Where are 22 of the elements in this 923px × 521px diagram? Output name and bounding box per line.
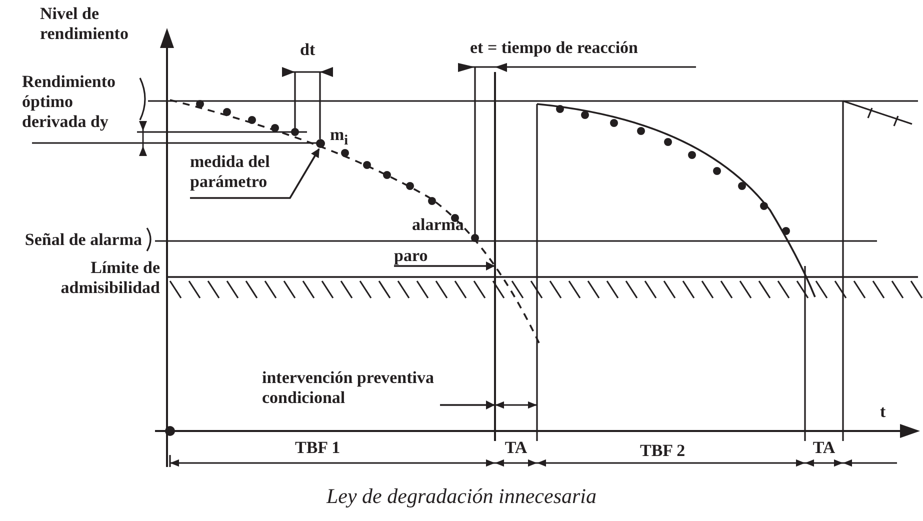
leader-line: [190, 148, 320, 199]
axis-label: et = tiempo de reacción: [470, 38, 638, 58]
measurement-point: [316, 139, 325, 148]
leader-line: [394, 262, 495, 270]
axis-label: TA: [812, 438, 836, 458]
axis-label: alarma: [412, 215, 464, 235]
axis-label: TBF 2: [640, 441, 686, 461]
axis-label: t: [880, 402, 886, 422]
annotation-text: medida del parámetro: [190, 152, 306, 196]
annotation-text: paro: [394, 246, 434, 266]
stop-line: [494, 72, 496, 441]
axis-label: TBF 1: [295, 438, 340, 458]
annotation-text: intervención preventiva condicional: [262, 368, 440, 410]
axis-label: Nivel de rendimiento: [40, 4, 130, 44]
axis-label: Límite de admisibilidad: [60, 258, 160, 298]
point-label: m$_{i}$: [330, 125, 348, 150]
caption: Ley de degradación innecesaria: [325, 484, 598, 509]
axis-label: dt: [300, 40, 316, 60]
axis-label: TA: [504, 438, 528, 458]
leader-line: [440, 400, 495, 410]
axis-label: derivada dy: [22, 112, 108, 132]
axis-label: Señal de alarma: [24, 230, 142, 250]
